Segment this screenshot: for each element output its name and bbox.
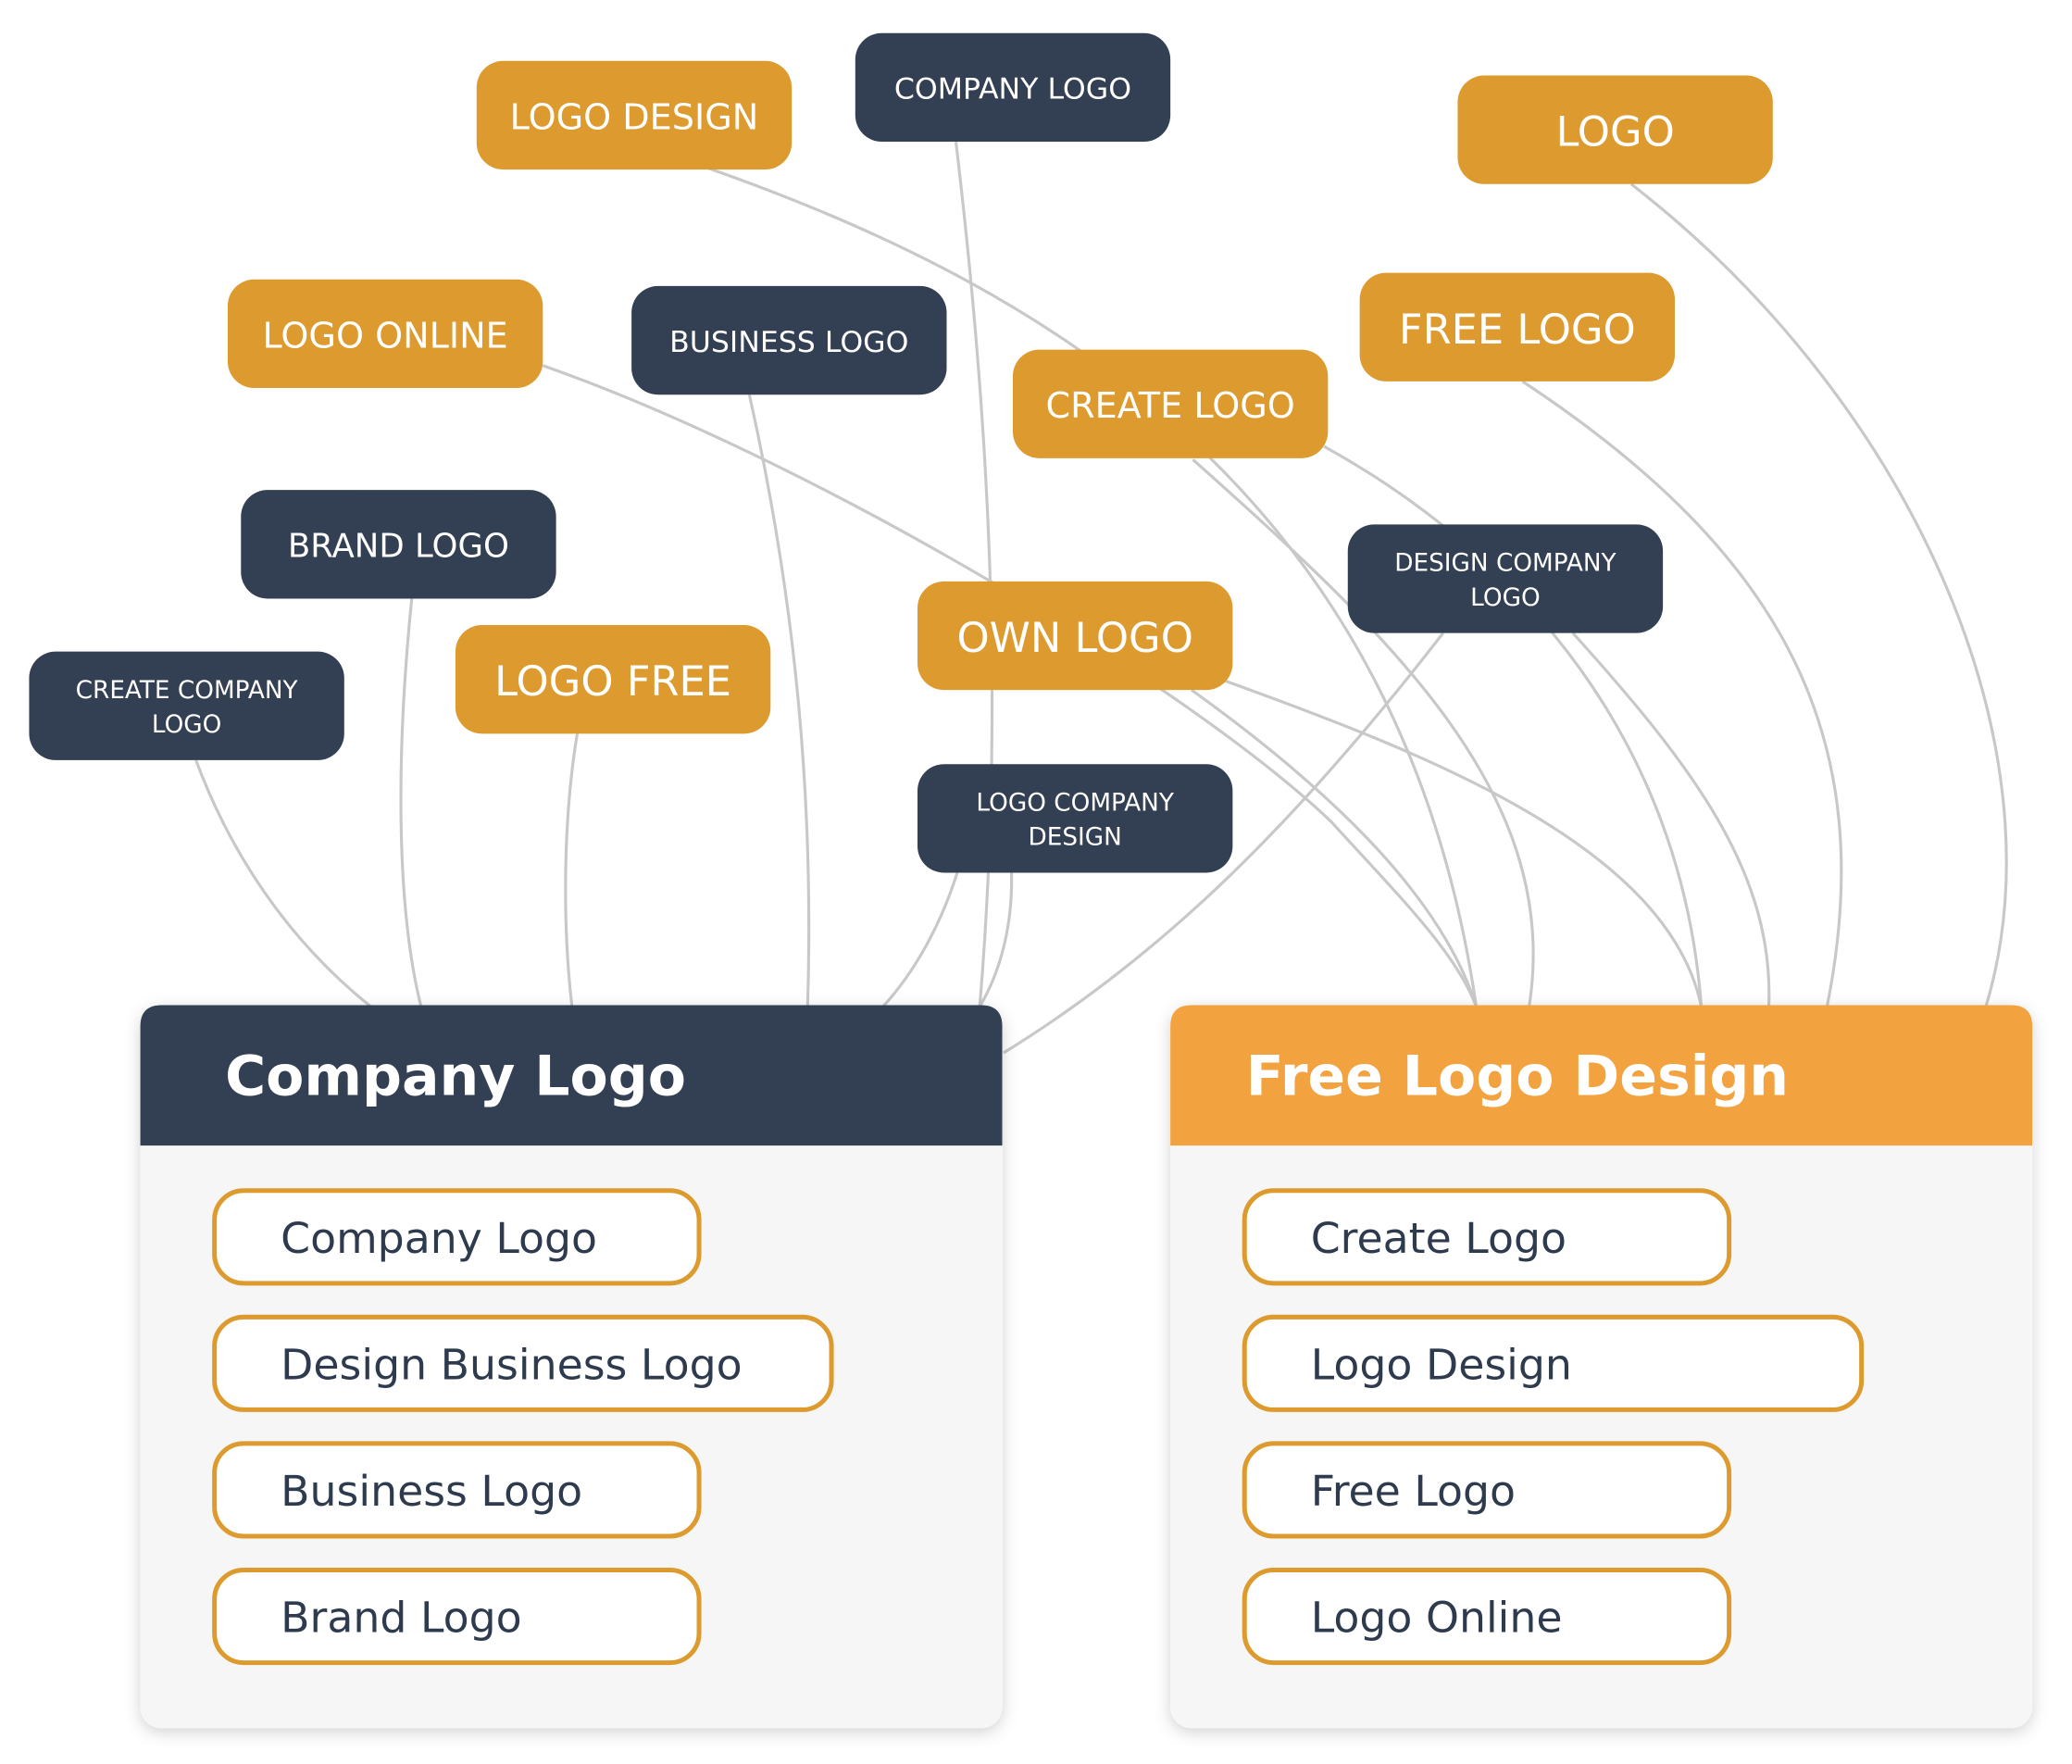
connector-logo-free	[564, 733, 580, 1007]
connector-create-logo	[1192, 458, 1535, 1007]
connector-logo	[1629, 182, 2008, 1007]
card-item-3[interactable]: Business Logo	[212, 1441, 702, 1539]
keyword-tag-logo[interactable]: LOGO	[1457, 75, 1773, 184]
keyword-tag-free-logo[interactable]: FREE LOGO	[1359, 272, 1675, 382]
keyword-tag-label: LOGO COMPANY	[976, 790, 1174, 818]
keyword-tag-company-logo[interactable]: COMPANY LOGO	[855, 32, 1171, 143]
card-title: Company Logo	[225, 1045, 686, 1109]
keyword-tag-label: LOGO DESIGN	[510, 96, 759, 137]
keyword-tag-label: OWN LOGO	[956, 613, 1192, 662]
card-item-label: Logo Online	[1311, 1594, 1563, 1643]
keyword-tag-logo-online[interactable]: LOGO ONLINE	[227, 279, 543, 389]
connector-free-logo	[1521, 380, 1843, 1007]
keyword-tag-label: LOGO FREE	[494, 657, 731, 706]
card-item-4[interactable]: Logo Online	[1242, 1567, 1732, 1666]
card-header	[140, 1005, 1003, 1146]
keyword-tag-brand-logo[interactable]: BRAND LOGO	[241, 490, 556, 599]
connector-logo-company-design	[881, 872, 959, 1008]
keyword-tag-background	[29, 651, 344, 760]
keyword-tag-background	[227, 279, 543, 389]
keyword-tag-label: CREATE LOGO	[1045, 385, 1294, 426]
card-item-frame	[1242, 1441, 1732, 1539]
connector-own-logo-2	[1191, 688, 1478, 1007]
card-item-4[interactable]: Brand Logo	[212, 1567, 702, 1666]
keyword-tag-label: LOGO	[1555, 107, 1674, 156]
card-item-label: Logo Design	[1311, 1341, 1572, 1390]
card-item-frame	[212, 1567, 702, 1666]
card-item-2[interactable]: Design Business Logo	[212, 1314, 834, 1412]
keyword-tag-label: BRAND LOGO	[288, 528, 509, 566]
keyword-tag-label: DESIGN	[1029, 824, 1122, 852]
card-item-label: Free Logo	[1311, 1467, 1516, 1516]
keyword-tag-label: CREATE COMPANY	[76, 677, 299, 705]
keyword-tag-background	[917, 764, 1233, 873]
keyword-tag-label: LOGO	[1470, 584, 1540, 612]
keyword-tag-design-company-logo[interactable]: DESIGN COMPANY LOGO	[1347, 524, 1664, 633]
keyword-tag-background	[241, 490, 556, 599]
keyword-tags: LOGO DESIGN COMPANY LOGO LOGO LOGO ONLINE BU…	[29, 32, 1773, 873]
connector-create-company-logo	[194, 759, 372, 1008]
keyword-tag-label: BUSINESS LOGO	[669, 326, 908, 359]
card-item-frame	[212, 1441, 702, 1539]
card-item-3[interactable]: Free Logo	[1242, 1441, 1732, 1539]
card-item-frame	[1242, 1188, 1732, 1286]
keyword-tag-label: LOGO ONLINE	[262, 315, 507, 356]
keyword-tag-label: FREE LOGO	[1399, 305, 1636, 354]
keyword-tag-create-company-logo[interactable]: CREATE COMPANY LOGO	[29, 651, 344, 760]
keyword-tag-own-logo[interactable]: OWN LOGO	[917, 581, 1233, 691]
keyword-tag-background	[631, 285, 947, 395]
connector-lines	[194, 141, 2008, 1055]
connector-logo-company-design-2	[978, 872, 1014, 1007]
card-item-frame	[212, 1188, 702, 1286]
card-item-label: Brand Logo	[281, 1594, 522, 1643]
card-title: Free Logo Design	[1246, 1045, 1789, 1109]
keyword-tag-logo-free[interactable]: LOGO FREE	[455, 625, 771, 734]
connector-create-logo-2	[1323, 444, 1704, 1007]
card-item-label: Design Business Logo	[281, 1341, 742, 1390]
keyword-tag-label: COMPANY LOGO	[894, 73, 1131, 106]
connector-brand-logo	[399, 598, 423, 1007]
keyword-tag-background	[1457, 75, 1773, 184]
keyword-tag-background	[1359, 272, 1675, 382]
connector-design-company-logo-2	[1571, 632, 1771, 1007]
keyword-tag-background	[855, 32, 1171, 143]
keyword-tag-label: DESIGN COMPANY	[1394, 550, 1616, 578]
keyword-tag-background	[455, 625, 771, 734]
connector-logo-online	[542, 364, 1478, 1007]
keyword-tag-background	[1012, 349, 1329, 458]
keyword-tag-label: LOGO	[152, 711, 221, 739]
card-item-label: Create Logo	[1311, 1214, 1566, 1263]
card-item-label: Business Logo	[281, 1467, 582, 1516]
keyword-tag-logo-company-design[interactable]: LOGO COMPANY DESIGN	[917, 764, 1233, 873]
keyword-tag-background	[476, 60, 793, 170]
card-item-frame	[1242, 1567, 1732, 1666]
connector-design-company-logo	[1003, 632, 1444, 1055]
keyword-tag-background	[1347, 524, 1664, 633]
card-item-2[interactable]: Logo Design	[1242, 1314, 1865, 1412]
card-item-frame	[212, 1314, 834, 1412]
card-item-frame	[1242, 1314, 1865, 1412]
card-item-1[interactable]: Company Logo	[212, 1188, 702, 1286]
card-item-1[interactable]: Create Logo	[1242, 1188, 1732, 1286]
connector-business-logo	[747, 394, 811, 1007]
card-item-label: Company Logo	[281, 1214, 597, 1263]
keyword-tag-business-logo[interactable]: BUSINESS LOGO	[631, 285, 947, 395]
keyword-tag-create-logo[interactable]: CREATE LOGO	[1012, 349, 1329, 458]
connector-own-logo	[1224, 679, 1704, 1007]
keyword-tag-logo-design[interactable]: LOGO DESIGN	[476, 60, 793, 170]
connector-company-logo	[954, 141, 994, 1007]
card-header	[1170, 1005, 2033, 1146]
keyword-tag-background	[917, 581, 1233, 691]
